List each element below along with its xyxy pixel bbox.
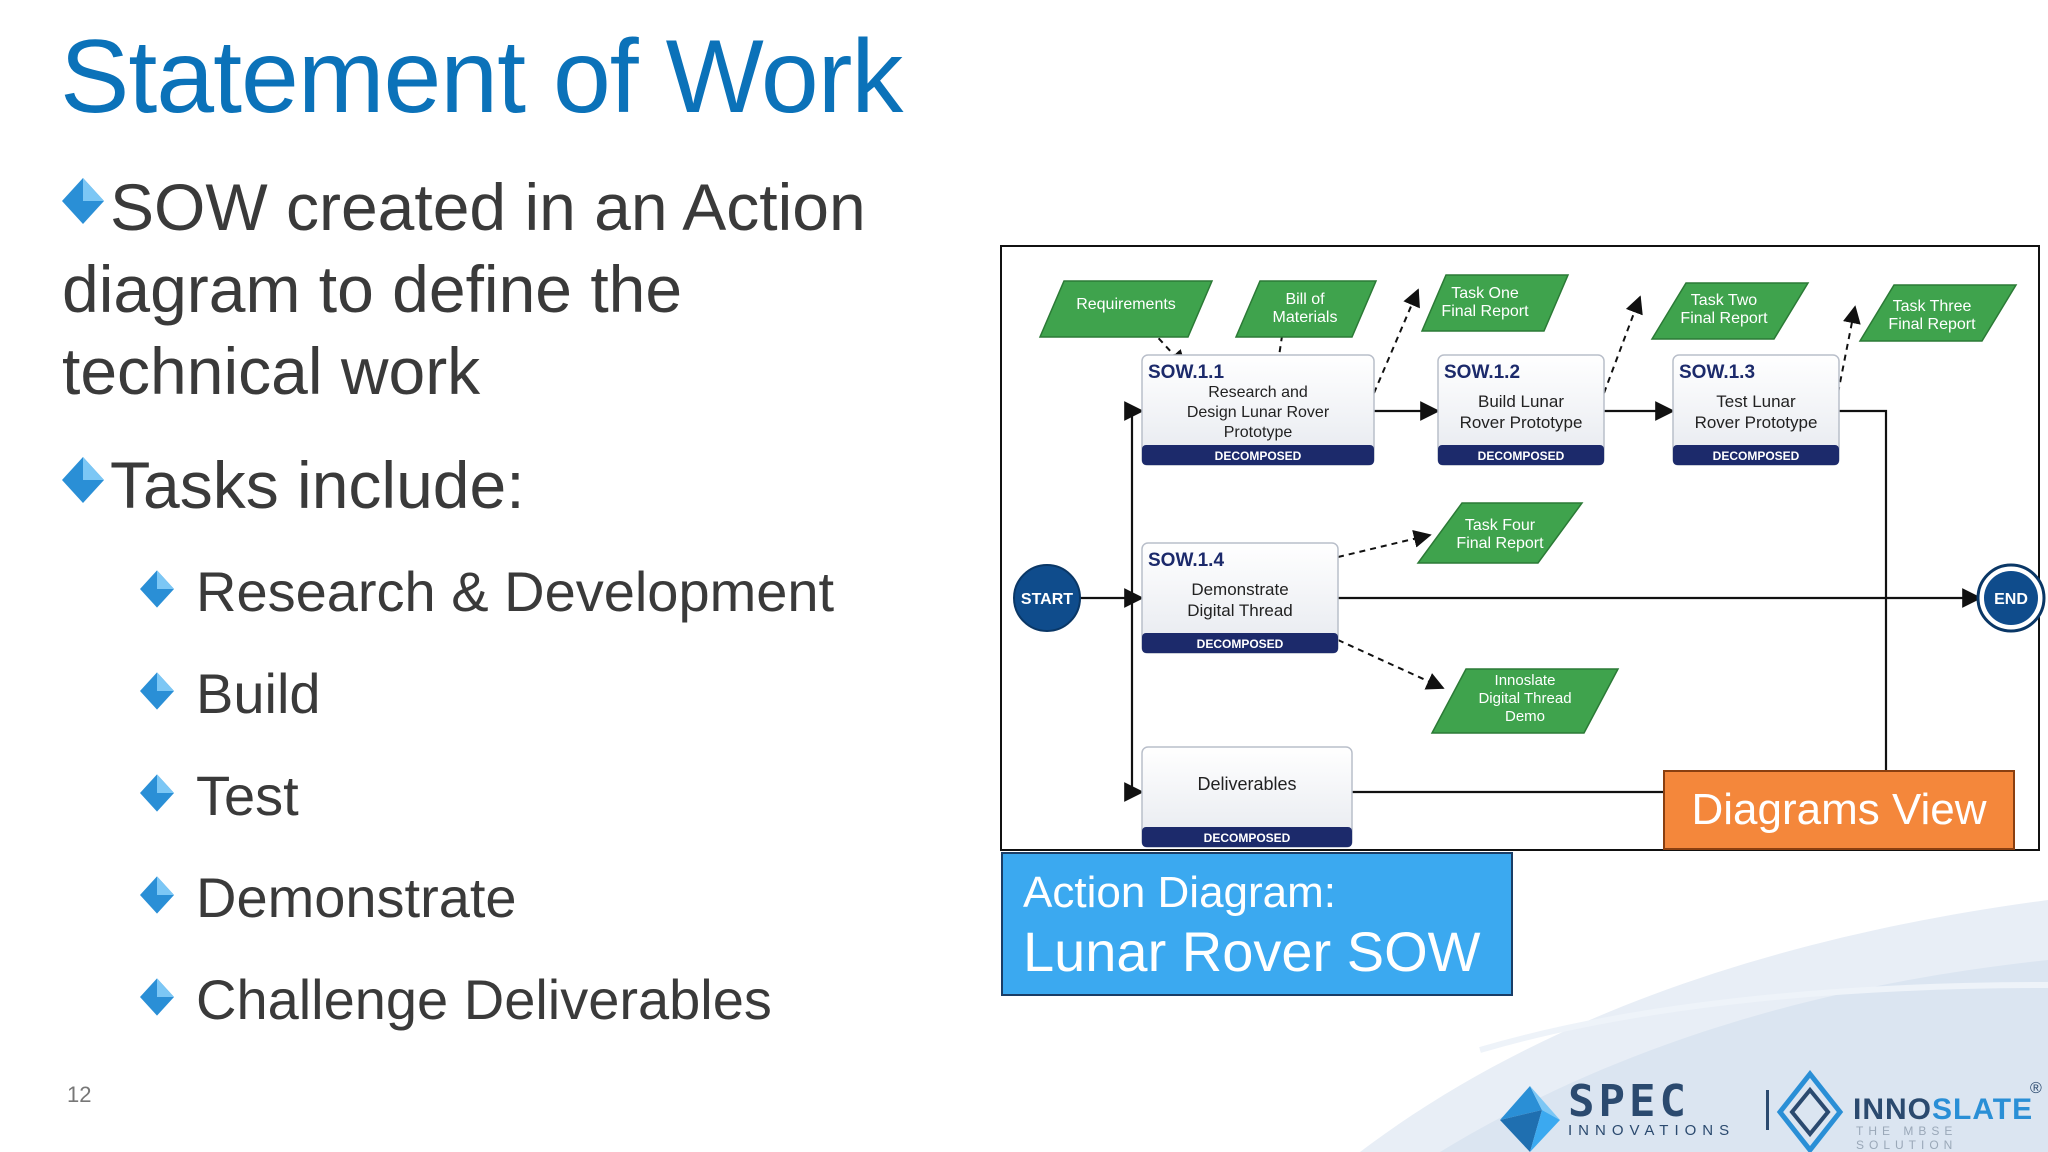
bullet-2: Tasks include: [110,444,525,526]
task-sow-1-1-line-3: Prototype [1224,424,1293,441]
start-label: START [1021,591,1073,608]
flow-branch-down [1124,598,1144,802]
sub-bullet-diamond-icon [140,570,174,608]
output-requirements-label: Requirements [1076,296,1176,313]
logo-marks [1500,1069,1844,1152]
output-demo-line-1: Innoslate [1495,672,1556,689]
task-sow-1-4: SOW.1.4 Demonstrate Digital Thread DECOM… [1141,542,1339,654]
bullet-diamond-icon [62,457,104,503]
output-requirements: Requirements [1038,280,1214,338]
output-task-four-report: Task Four Final Report [1416,502,1584,564]
slide-title: Statement of Work [60,19,903,135]
output-demo-line-2: Digital Thread [1478,690,1571,707]
output-task-three-report: Task Three Final Report [1858,284,2018,342]
io-innoslate-demo [1337,639,1445,690]
output-task-two-line-2: Final Report [1680,310,1768,327]
flow-deliverables-to-join [1352,598,1888,794]
sub-bullet-5: Challenge Deliverables [196,968,772,1031]
task-sow-1-1-line-2: Design Lunar Rover [1187,404,1330,421]
bullet-diamond-icon [62,178,104,224]
action-diagram-callout: Action Diagram: Lunar Rover SOW [1001,852,1513,996]
task-sow-1-1-badge: DECOMPOSED [1215,449,1302,463]
output-task-one-line-1: Task One [1451,285,1519,302]
action-diagram-callout-line-2: Lunar Rover SOW [1023,920,1481,983]
task-sow-1-3: SOW.1.3 Test Lunar Rover Prototype DECOM… [1672,354,1840,466]
task-sow-1-2-line-1: Build Lunar [1478,392,1564,411]
registered-mark: ® [2030,1080,2042,1097]
bullet-1-line-3: technical work [62,334,481,408]
innoslate-logo-part-2: SLATE [1932,1093,2034,1126]
action-diagram: Requirements Bill of Materials Task One … [1013,274,2046,848]
io-task-one [1373,288,1420,394]
end-label: END [1994,591,2028,608]
bullet-1: SOW created in an Action diagram to defi… [62,166,866,412]
task-sow-1-4-badge: DECOMPOSED [1197,637,1284,651]
io-task-two [1603,295,1643,394]
task-deliverables-label: Deliverables [1197,774,1296,794]
output-task-three-line-1: Task Three [1893,298,1972,315]
sub-bullet-diamond-icon [140,978,174,1016]
task-deliverables-badge: DECOMPOSED [1204,831,1291,845]
task-sow-1-2-badge: DECOMPOSED [1478,449,1565,463]
task-sow-1-3-line-2: Rover Prototype [1695,413,1818,432]
output-innoslate-demo: Innoslate Digital Thread Demo [1430,668,1620,734]
innoslate-logo-tagline: THE MBSE SOLUTION [1856,1124,1958,1152]
innoslate-logo-icon [1776,1069,1844,1152]
sub-bullet-4: Demonstrate [196,866,517,929]
task-sow-1-2-line-2: Rover Prototype [1460,413,1583,432]
page-number: 12 [67,1082,92,1107]
output-bill-of-materials: Bill of Materials [1234,280,1378,338]
spec-logo-icon [1500,1086,1560,1152]
io-task-three [1837,305,1861,394]
output-task-three-line-2: Final Report [1888,316,1976,333]
sub-bullet-diamond-icon [140,876,174,914]
output-task-one-report: Task One Final Report [1420,274,1570,332]
sub-bullet-3: Test [196,764,299,827]
task-sow-1-1: SOW.1.1 Research and Design Lunar Rover … [1141,354,1375,466]
sub-bullet-diamond-icon [140,672,174,710]
output-task-two-line-1: Task Two [1691,292,1758,309]
output-task-one-line-2: Final Report [1441,303,1529,320]
bullet-1-line-1: SOW created in an Action [110,170,866,244]
task-sow-1-3-line-1: Test Lunar [1716,392,1796,411]
sub-bullet-1: Research & Development [196,560,835,623]
output-bom-line-2: Materials [1273,309,1338,326]
task-sow-1-2: SOW.1.2 Build Lunar Rover Prototype DECO… [1437,354,1605,466]
start-node: START [1013,564,1081,632]
logo-divider [1766,1090,1769,1130]
output-task-two-report: Task Two Final Report [1650,282,1810,340]
io-task-four [1337,530,1432,558]
diagrams-view-callout: Diagrams View [1663,770,2015,850]
spec-logo-subtext: INNOVATIONS [1568,1122,1736,1139]
sub-bullet-diamond-icon [140,774,174,812]
bullet-1-line-2: diagram to define the [62,252,683,326]
sub-bullet-2: Build [196,662,321,725]
output-task-four-line-2: Final Report [1456,535,1544,552]
task-sow-1-3-badge: DECOMPOSED [1713,449,1800,463]
task-deliverables: Deliverables DECOMPOSED [1141,746,1353,848]
flow-branch-up [1124,401,1144,598]
bullet-2-line-1: Tasks include: [110,448,525,522]
end-node: END [1976,563,2046,633]
innoslate-logo-part-1: INNO [1853,1093,1932,1126]
output-demo-line-3: Demo [1505,708,1545,725]
spec-logo-text: SPEC [1568,1076,1690,1127]
task-sow-1-3-id: SOW.1.3 [1679,362,1755,383]
innoslate-logo-text: INNOSLATE [1853,1093,2033,1127]
task-sow-1-4-id: SOW.1.4 [1148,550,1224,571]
task-sow-1-2-id: SOW.1.2 [1444,362,1520,383]
output-bom-line-1: Bill of [1285,291,1325,308]
task-sow-1-1-line-1: Research and [1208,384,1308,401]
task-sow-1-4-line-2: Digital Thread [1187,601,1293,620]
output-task-four-line-1: Task Four [1465,517,1536,534]
task-sow-1-4-line-1: Demonstrate [1191,580,1288,599]
action-diagram-callout-line-1: Action Diagram: [1023,868,1337,917]
flow-sow13-to-join [1838,409,1888,598]
task-sow-1-1-id: SOW.1.1 [1148,362,1224,383]
